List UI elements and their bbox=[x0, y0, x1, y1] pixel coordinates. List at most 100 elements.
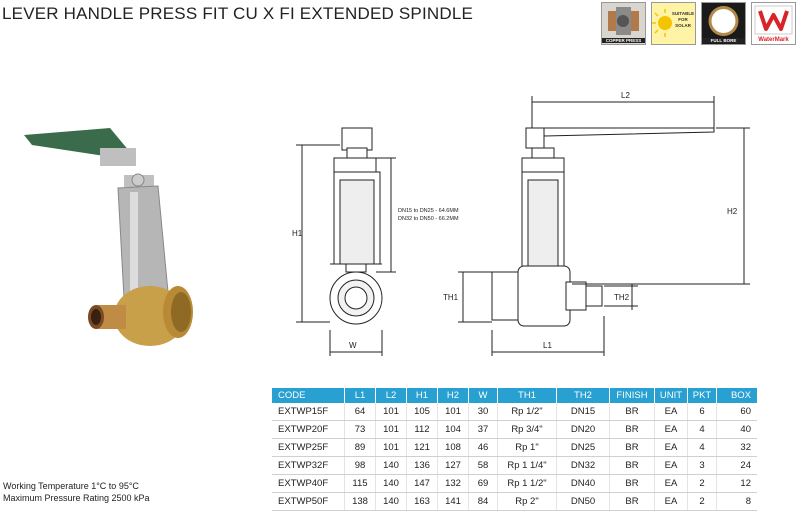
cell: Rp 3/4" bbox=[497, 420, 557, 439]
cell: BR bbox=[609, 403, 655, 421]
cell: 112 bbox=[406, 420, 438, 439]
full-bore-badge: FULL BORE bbox=[701, 2, 746, 45]
cell: 138 bbox=[344, 492, 376, 511]
cell: 64 bbox=[344, 403, 376, 421]
cell: Rp 1 1/2" bbox=[497, 474, 557, 493]
l1-label: L1 bbox=[543, 341, 552, 350]
table-header-row: CODE L1 L2 H1 H2 W TH1 TH2 FINISH UNIT P… bbox=[272, 388, 757, 403]
cell: DN20 bbox=[556, 420, 610, 439]
front-view-drawing bbox=[296, 127, 396, 356]
cell: 141 bbox=[437, 492, 469, 511]
watermark-icon: WaterMark bbox=[754, 5, 793, 43]
cell: Rp 1 1/4" bbox=[497, 456, 557, 475]
svg-text:WaterMark: WaterMark bbox=[758, 37, 789, 43]
cell: 121 bbox=[406, 438, 438, 457]
cell: BR bbox=[609, 456, 655, 475]
cell: 2 bbox=[687, 492, 717, 511]
cell: 84 bbox=[468, 492, 498, 511]
cell: EA bbox=[654, 492, 688, 511]
cell-code: EXTWP50F bbox=[272, 492, 345, 511]
col-th2: TH2 bbox=[556, 388, 610, 403]
h2-label: H2 bbox=[727, 207, 738, 216]
col-h1: H1 bbox=[406, 388, 438, 403]
cell: DN40 bbox=[556, 474, 610, 493]
cell: 12 bbox=[716, 474, 757, 493]
max-pressure: Maximum Pressure Rating 2500 kPa bbox=[3, 493, 150, 503]
cell: EA bbox=[654, 456, 688, 475]
specifications-notes: Working Temperature 1°C to 95°C Maximum … bbox=[3, 480, 150, 504]
cell: 115 bbox=[344, 474, 376, 493]
cell: 69 bbox=[468, 474, 498, 493]
cell: 30 bbox=[468, 403, 498, 421]
cell: 140 bbox=[375, 456, 407, 475]
cell-code: EXTWP40F bbox=[272, 474, 345, 493]
cell-code: EXTWP25F bbox=[272, 438, 345, 457]
cell: BR bbox=[609, 420, 655, 439]
cell: BR bbox=[609, 492, 655, 511]
cell: 73 bbox=[344, 420, 376, 439]
spec-table: CODE L1 L2 H1 H2 W TH1 TH2 FINISH UNIT P… bbox=[272, 388, 757, 511]
col-th1: TH1 bbox=[497, 388, 557, 403]
cell: 3 bbox=[687, 456, 717, 475]
cell: 32 bbox=[716, 438, 757, 457]
cell: 108 bbox=[437, 438, 469, 457]
page-title: LEVER HANDLE PRESS FIT CU X FI EXTENDED … bbox=[2, 4, 474, 23]
copper-press-badge: COPPER PRESS bbox=[601, 2, 646, 45]
cell: 37 bbox=[468, 420, 498, 439]
svg-text:FOR: FOR bbox=[678, 17, 688, 22]
l2-label: L2 bbox=[621, 91, 630, 100]
cell: 2 bbox=[687, 474, 717, 493]
cell: 98 bbox=[344, 456, 376, 475]
cell: 58 bbox=[468, 456, 498, 475]
certification-badges: COPPER PRESS SUITABLE FOR SOLAR FULL BOR… bbox=[601, 2, 796, 45]
cell: 104 bbox=[437, 420, 469, 439]
cell: Rp 1" bbox=[497, 438, 557, 457]
cell: 140 bbox=[375, 492, 407, 511]
h1-label: H1 bbox=[292, 229, 303, 238]
cell: 163 bbox=[406, 492, 438, 511]
cell: 147 bbox=[406, 474, 438, 493]
cell: 101 bbox=[437, 403, 469, 421]
cell: 101 bbox=[375, 420, 407, 439]
valve-photo bbox=[24, 128, 193, 346]
cell: Rp 2" bbox=[497, 492, 557, 511]
cell: 127 bbox=[437, 456, 469, 475]
watermark-badge: WaterMark bbox=[751, 2, 796, 45]
spindle-note-1: DN15 to DN25 - 64.6MM bbox=[398, 208, 459, 214]
cell: BR bbox=[609, 438, 655, 457]
cell: DN50 bbox=[556, 492, 610, 511]
col-w: W bbox=[468, 388, 498, 403]
col-finish: FINISH bbox=[609, 388, 655, 403]
solar-badge: SUITABLE FOR SOLAR bbox=[651, 2, 696, 45]
cell: 89 bbox=[344, 438, 376, 457]
cell: 101 bbox=[375, 403, 407, 421]
copper-press-icon bbox=[602, 3, 645, 44]
col-h2: H2 bbox=[437, 388, 469, 403]
cell: DN25 bbox=[556, 438, 610, 457]
col-l2: L2 bbox=[375, 388, 407, 403]
sun-icon: SUITABLE FOR SOLAR bbox=[652, 9, 694, 37]
cell: 60 bbox=[716, 403, 757, 421]
cell-code: EXTWP20F bbox=[272, 420, 345, 439]
cell-code: EXTWP32F bbox=[272, 456, 345, 475]
cell: 24 bbox=[716, 456, 757, 475]
cell: EA bbox=[654, 420, 688, 439]
cell: DN15 bbox=[556, 403, 610, 421]
col-box: BOX bbox=[716, 388, 757, 403]
cell: 6 bbox=[687, 403, 717, 421]
cell: 105 bbox=[406, 403, 438, 421]
full-bore-icon bbox=[702, 3, 745, 44]
cell: 101 bbox=[375, 438, 407, 457]
w-label: W bbox=[349, 341, 357, 350]
cell: 136 bbox=[406, 456, 438, 475]
cell: 8 bbox=[716, 492, 757, 511]
col-code: CODE bbox=[272, 388, 345, 403]
th2-label: TH2 bbox=[614, 293, 630, 302]
cell: EA bbox=[654, 403, 688, 421]
cell: EA bbox=[654, 438, 688, 457]
cell: 140 bbox=[375, 474, 407, 493]
